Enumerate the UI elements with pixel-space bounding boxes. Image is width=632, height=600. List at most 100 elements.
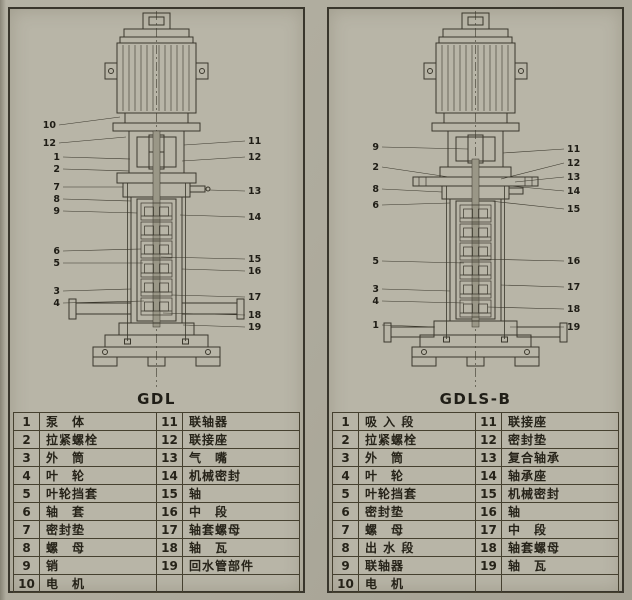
callout-number: 19 xyxy=(567,322,580,333)
callout-number: 15 xyxy=(248,254,261,265)
callout-number: 11 xyxy=(248,136,261,147)
callout-leader-line xyxy=(58,136,127,144)
callout-number: 16 xyxy=(567,256,581,267)
callout-leader-line xyxy=(183,140,246,146)
part-name: 机械密封 xyxy=(501,484,619,503)
part-name: 拉紧螺栓 xyxy=(39,430,157,449)
part-number: 10 xyxy=(13,574,40,593)
part-name: 泵 体 xyxy=(39,412,157,431)
part-name: 机械密封 xyxy=(182,466,300,485)
part-name: 轴 套 xyxy=(39,502,157,521)
callout-leader-line xyxy=(181,156,246,162)
part-number xyxy=(156,574,183,593)
part-name: 密封垫 xyxy=(358,502,476,521)
callout-number: 1 xyxy=(372,320,379,331)
callout-leader-line xyxy=(500,162,565,180)
part-name: 联接座 xyxy=(501,412,619,431)
callout-number: 14 xyxy=(248,212,262,223)
callout-leader-line xyxy=(179,214,246,218)
callout-leader-line xyxy=(381,188,443,193)
callout-leader-line xyxy=(479,258,565,262)
part-number: 14 xyxy=(475,466,502,485)
callout-leader-line xyxy=(62,168,130,172)
callout-number: 3 xyxy=(372,284,379,295)
part-number: 16 xyxy=(156,502,183,521)
callout-leader-line xyxy=(62,156,131,160)
part-name: 螺 母 xyxy=(39,538,157,557)
callout-leader-line xyxy=(381,146,469,150)
part-name: 轴 瓦 xyxy=(182,538,300,557)
callout-number: 9 xyxy=(53,206,60,217)
part-name: 外 筒 xyxy=(39,448,157,467)
part-number: 9 xyxy=(332,556,359,575)
callout-number: 4 xyxy=(53,298,60,309)
part-name: 叶轮挡套 xyxy=(358,484,476,503)
part-name: 联接座 xyxy=(182,430,300,449)
callout-number: 9 xyxy=(372,142,379,153)
part-name: 密封垫 xyxy=(39,520,157,539)
callout-leader-line xyxy=(514,176,565,183)
callout-leader-line xyxy=(502,148,565,154)
callout-number: 6 xyxy=(372,200,379,211)
callout-number: 12 xyxy=(567,158,580,169)
callout-number: 13 xyxy=(248,186,261,197)
callout-number: 4 xyxy=(372,296,379,307)
part-name xyxy=(501,574,619,593)
part-number: 19 xyxy=(475,556,502,575)
callout-leader-line xyxy=(208,189,246,192)
callout-leader-line xyxy=(181,268,246,272)
part-name: 回水管部件 xyxy=(182,556,300,575)
part-number: 3 xyxy=(332,448,359,467)
part-name: 拉紧螺栓 xyxy=(358,430,476,449)
part-number: 10 xyxy=(332,574,359,593)
callout-leader-line xyxy=(171,294,246,298)
part-name: 轴 瓦 xyxy=(501,556,619,575)
part-number: 8 xyxy=(13,538,40,557)
part-number: 12 xyxy=(475,430,502,449)
part-name: 吸 入 段 xyxy=(358,412,476,431)
callout-number: 10 xyxy=(43,120,57,131)
callout-number: 8 xyxy=(372,184,379,195)
part-number: 18 xyxy=(475,538,502,557)
part-number: 18 xyxy=(156,538,183,557)
part-number: 9 xyxy=(13,556,40,575)
part-number xyxy=(475,574,502,593)
callout-leader-line xyxy=(182,324,246,328)
model-label-gdls-b: GDLS-B xyxy=(439,390,512,408)
part-name: 销 xyxy=(39,556,157,575)
part-number: 3 xyxy=(13,448,40,467)
callout-number: 7 xyxy=(53,182,60,193)
part-number: 14 xyxy=(156,466,183,485)
callout-number: 8 xyxy=(53,194,60,205)
part-name: 叶 轮 xyxy=(358,466,476,485)
part-name: 轴套螺母 xyxy=(501,538,619,557)
callout-number: 15 xyxy=(567,204,580,215)
callout-number: 2 xyxy=(372,162,379,173)
part-number: 7 xyxy=(13,520,40,539)
part-number: 5 xyxy=(13,484,40,503)
part-number: 12 xyxy=(156,430,183,449)
part-number: 6 xyxy=(13,502,40,521)
part-name: 轴 xyxy=(182,484,300,503)
part-name: 外 筒 xyxy=(358,448,476,467)
callout-number: 11 xyxy=(567,144,580,155)
part-number: 4 xyxy=(13,466,40,485)
part-number: 6 xyxy=(332,502,359,521)
part-number: 2 xyxy=(13,430,40,449)
part-number: 4 xyxy=(332,466,359,485)
part-number: 11 xyxy=(156,412,183,431)
